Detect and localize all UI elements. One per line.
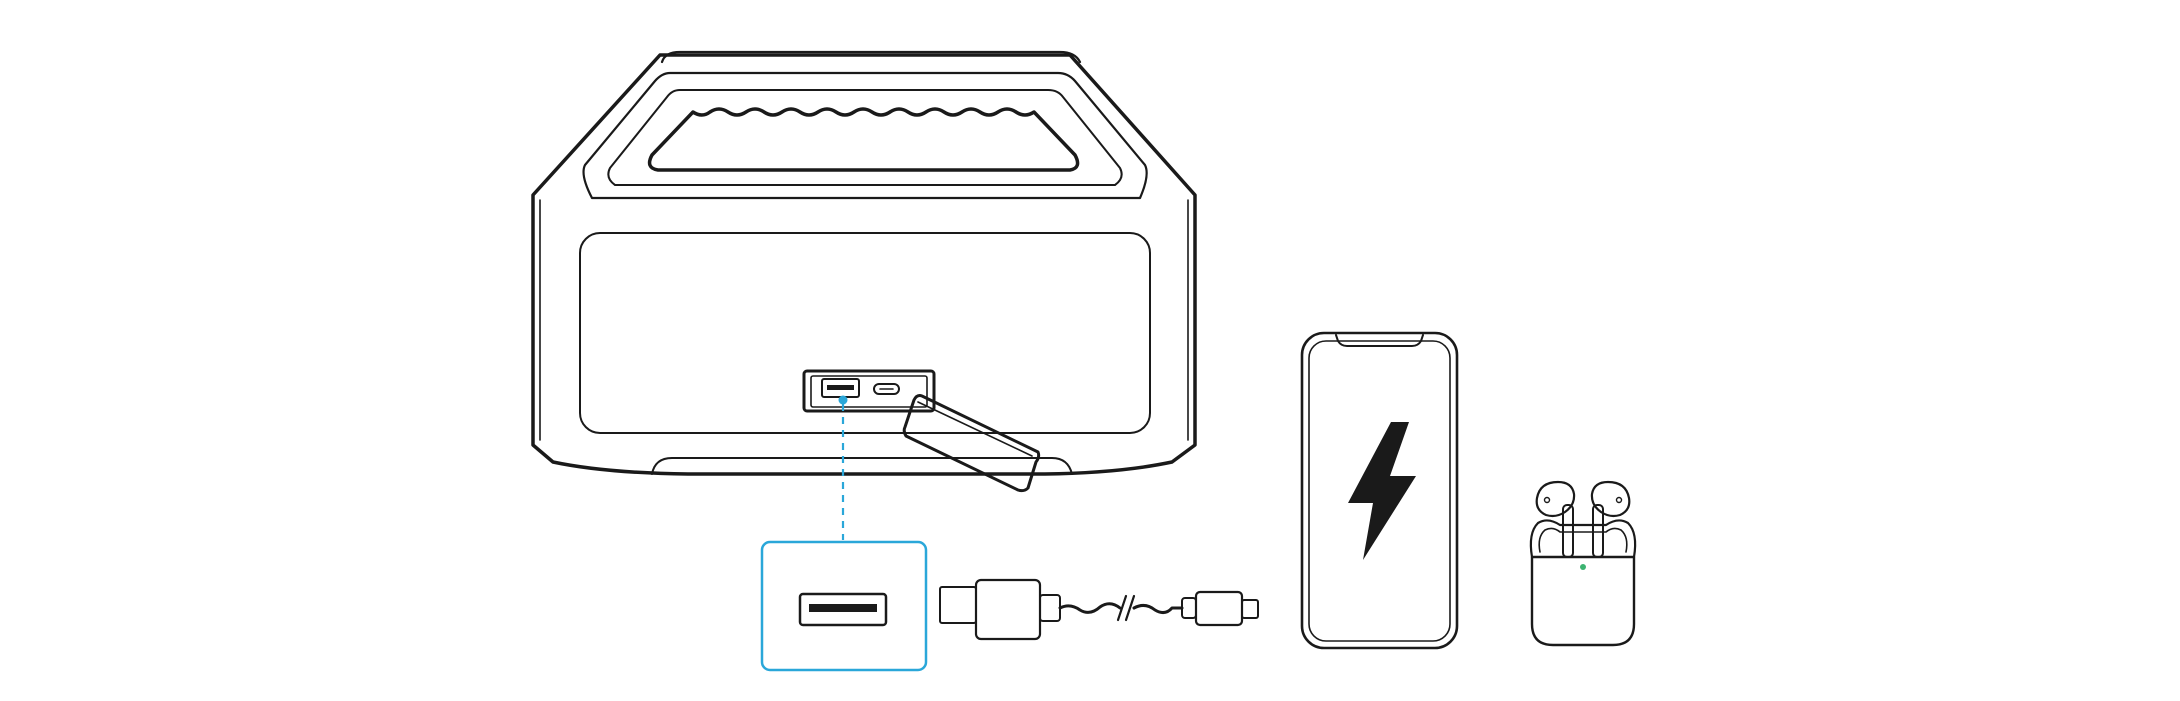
usb-c-strain-relief	[1181, 597, 1197, 619]
earbuds-case-body	[1530, 555, 1636, 647]
rubber-flap-icon	[902, 394, 1041, 493]
lightning-bolt-icon	[1348, 422, 1416, 560]
right-earbud	[1590, 480, 1631, 558]
handle-middle-frame	[607, 89, 1123, 186]
cable-wire-right	[1132, 603, 1184, 615]
left-earbud	[1535, 480, 1576, 558]
usb-a-port-icon	[821, 378, 860, 398]
earbuds-icon	[1529, 480, 1637, 647]
handle-outer-frame	[582, 71, 1148, 200]
earbuds-status-led	[1580, 564, 1586, 570]
usb-a-plug-body	[974, 578, 1042, 641]
earbuds-case-inner	[1538, 527, 1628, 553]
handle-grip	[647, 107, 1080, 172]
speaker-side-panel	[539, 199, 1189, 441]
usb-a-strain-relief	[1039, 594, 1061, 622]
cable-break-mark-b	[1124, 594, 1136, 622]
cable-wire-left	[1058, 602, 1122, 614]
usb-cable-icon	[939, 578, 1259, 641]
speaker-icon	[531, 50, 1197, 493]
speaker-foot	[651, 457, 1073, 475]
handle-top-edge	[660, 50, 1082, 64]
speaker-body	[531, 53, 1197, 476]
phone-notch	[1335, 334, 1424, 347]
port-panel	[802, 369, 936, 413]
port-zoom-callout	[760, 395, 928, 672]
usb-port-icon	[798, 592, 888, 627]
usb-c-port-icon	[873, 383, 900, 395]
usb-a-plug-tip	[939, 586, 977, 624]
phone-body	[1300, 331, 1459, 650]
phone-screen	[1308, 340, 1451, 642]
callout-origin-dot	[838, 395, 848, 405]
usb-c-plug-body	[1194, 590, 1244, 627]
earbuds-case-lid	[1529, 519, 1637, 559]
smartphone-icon	[1300, 331, 1459, 650]
speaker-front-panel	[579, 232, 1151, 434]
usb-c-plug-tip	[1241, 599, 1259, 619]
cable-break-mark-a	[1116, 594, 1128, 622]
